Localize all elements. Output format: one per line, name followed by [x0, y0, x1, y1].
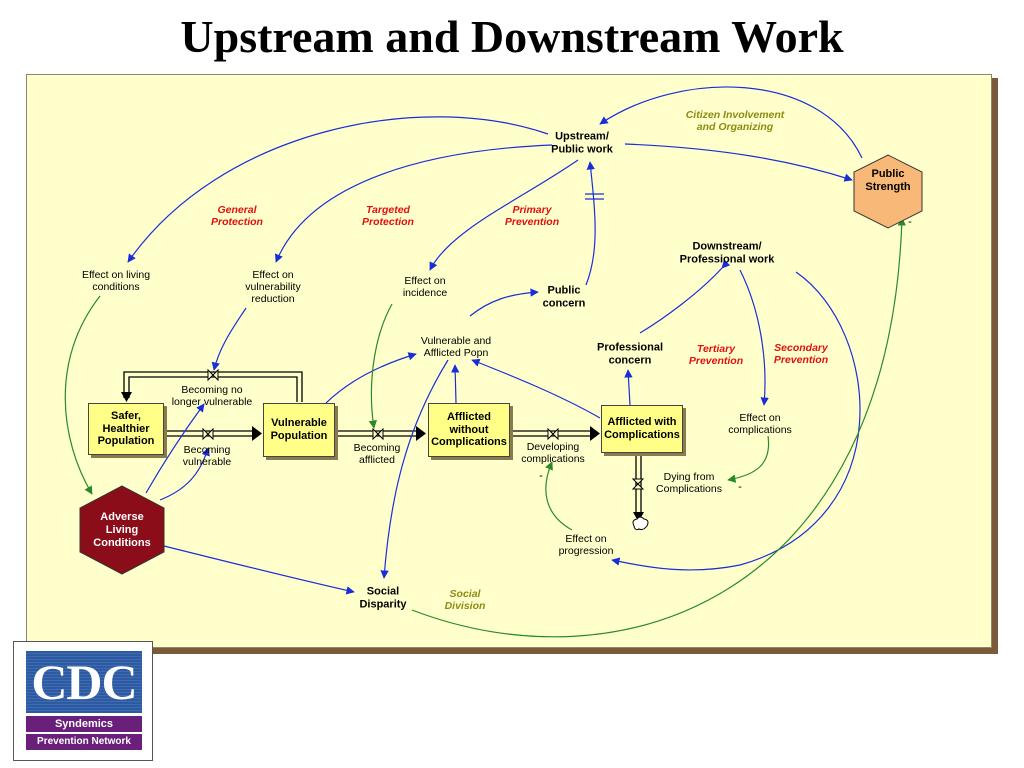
stock-vulnerable-population: Vulnerable Population: [263, 403, 335, 457]
loop-label-general-protection: General Protection: [211, 203, 263, 228]
effect-on-living-conditions: Effect on living conditions: [81, 268, 151, 293]
vulnerable-and-afflicted-popn: Vulnerable and Afflicted Popn: [420, 334, 492, 359]
polarity-sign: -: [908, 216, 912, 228]
cdc-logo-mark: CDC: [26, 651, 142, 713]
professional-concern: Professional concern: [596, 341, 664, 366]
loop-label-secondary-prevention: Secondary Prevention: [773, 341, 829, 366]
developing-complications: Developing complications: [521, 440, 585, 465]
adverse-living-conditions-hexagon: [79, 485, 165, 575]
loop-label-primary-prevention: Primary Prevention: [504, 203, 560, 228]
causal-links-green: [64, 217, 906, 638]
becoming-no-longer-vulnerable: Becoming no longer vulnerable: [171, 383, 253, 408]
logo-prevention-network: Prevention Network: [26, 734, 142, 750]
becoming-vulnerable: Becoming vulnerable: [182, 443, 232, 468]
polarity-sign: -: [539, 470, 543, 482]
dying-from-complications: Dying from Complications: [656, 470, 722, 495]
loop-label-citizen-involvement: Citizen Involvement and Organizing: [685, 108, 785, 133]
stock-afflicted-with-complications: Afflicted with Complications: [601, 405, 683, 453]
flow-pipes: [123, 371, 642, 516]
cdc-logo: CDC Syndemics Prevention Network: [13, 641, 153, 761]
loop-label-targeted-protection: Targeted Protection: [362, 203, 414, 228]
logo-syndemics: Syndemics: [26, 716, 142, 732]
valves: [202, 368, 645, 490]
effect-on-vulnerability-reduction: Effect on vulnerability reduction: [245, 268, 301, 306]
social-disparity: Social Disparity: [359, 585, 407, 610]
effect-on-complications: Effect on complications: [728, 411, 792, 436]
stock-afflicted-without-complications: Afflicted without Complications: [428, 403, 510, 457]
effect-on-incidence: Effect on incidence: [402, 274, 448, 299]
adverse-living-conditions-label: Adverse Living Conditions: [93, 511, 151, 550]
causal-links-blue: [127, 86, 863, 595]
effect-on-progression: Effect on progression: [558, 532, 614, 557]
downstream-professional-work: Downstream/ Professional work: [679, 240, 775, 265]
polarity-sign: -: [738, 481, 742, 493]
public-concern: Public concern: [542, 284, 586, 309]
loop-label-tertiary-prevention: Tertiary Prevention: [688, 342, 744, 367]
public-strength-label: Public Strength: [865, 167, 911, 193]
delay-mark: [585, 193, 604, 200]
upstream-public-work: Upstream/ Public work: [551, 130, 613, 155]
slide-title: Upstream and Downstream Work: [180, 11, 844, 62]
polarity-sign: -: [362, 425, 366, 437]
loop-label-social-division: Social Division: [444, 587, 486, 612]
stock-safer-healthier-population: Safer, Healthier Population: [88, 403, 164, 455]
public-strength-hexagon: [853, 154, 923, 229]
becoming-afflicted: Becoming afflicted: [353, 441, 401, 466]
sink-cloud-icon: [632, 516, 649, 531]
